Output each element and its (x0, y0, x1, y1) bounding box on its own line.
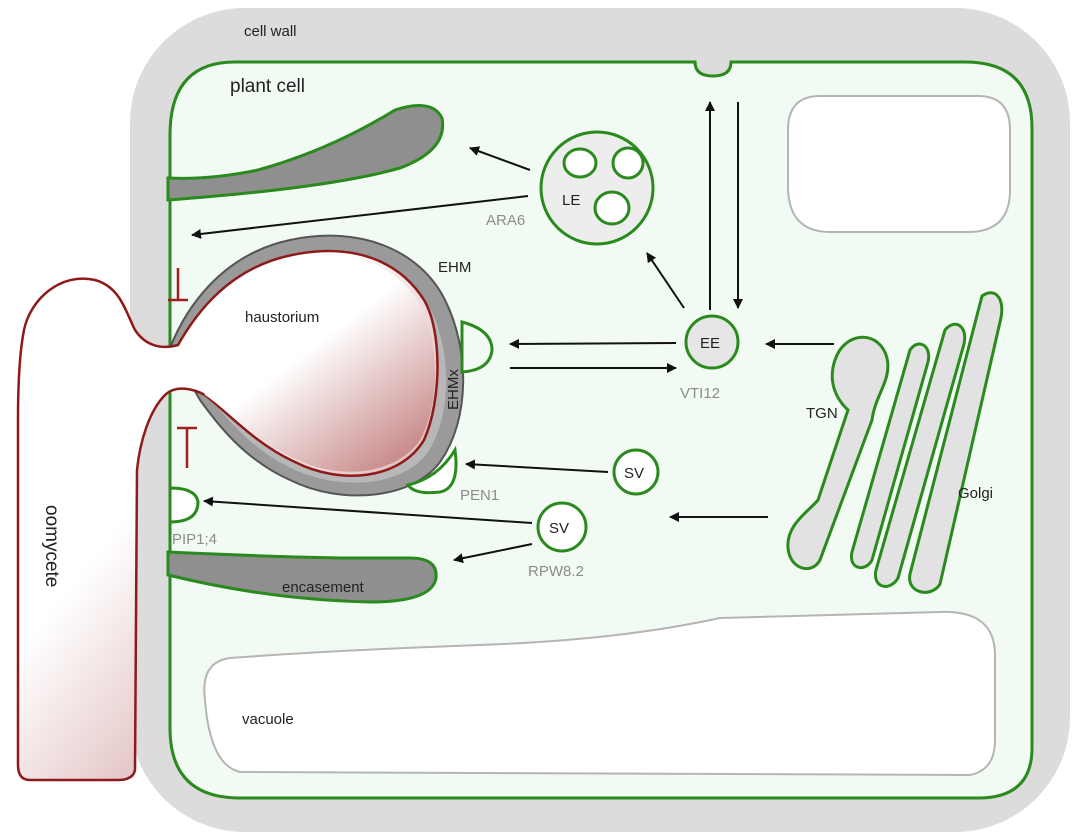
label-encasement: encasement (282, 579, 365, 596)
arrow-ee-to-ehm (510, 343, 676, 344)
label-ara6: ARA6 (486, 212, 525, 229)
label-golgi: Golgi (958, 485, 993, 502)
vacuole-top-right (788, 96, 1010, 232)
label-vacuole: vacuole (242, 711, 294, 728)
label-oomycete: oomycete (41, 505, 62, 587)
label-sv-upper: SV (624, 465, 644, 482)
label-vti12: VTI12 (680, 385, 720, 402)
label-plant-cell: plant cell (230, 76, 305, 97)
label-rpw82: RPW8.2 (528, 563, 584, 580)
label-cell-wall: cell wall (244, 23, 297, 40)
label-ee: EE (700, 335, 720, 352)
label-sv-lower: SV (549, 520, 569, 537)
label-ehmx: EHMx (445, 369, 462, 410)
label-ehm: EHM (438, 259, 471, 276)
label-haustorium: haustorium (245, 309, 319, 326)
label-tgn: TGN (806, 405, 838, 422)
label-pip14: PIP1;4 (172, 531, 217, 548)
label-le: LE (562, 192, 580, 209)
label-pen1: PEN1 (460, 487, 499, 504)
late-endosome (541, 132, 653, 244)
